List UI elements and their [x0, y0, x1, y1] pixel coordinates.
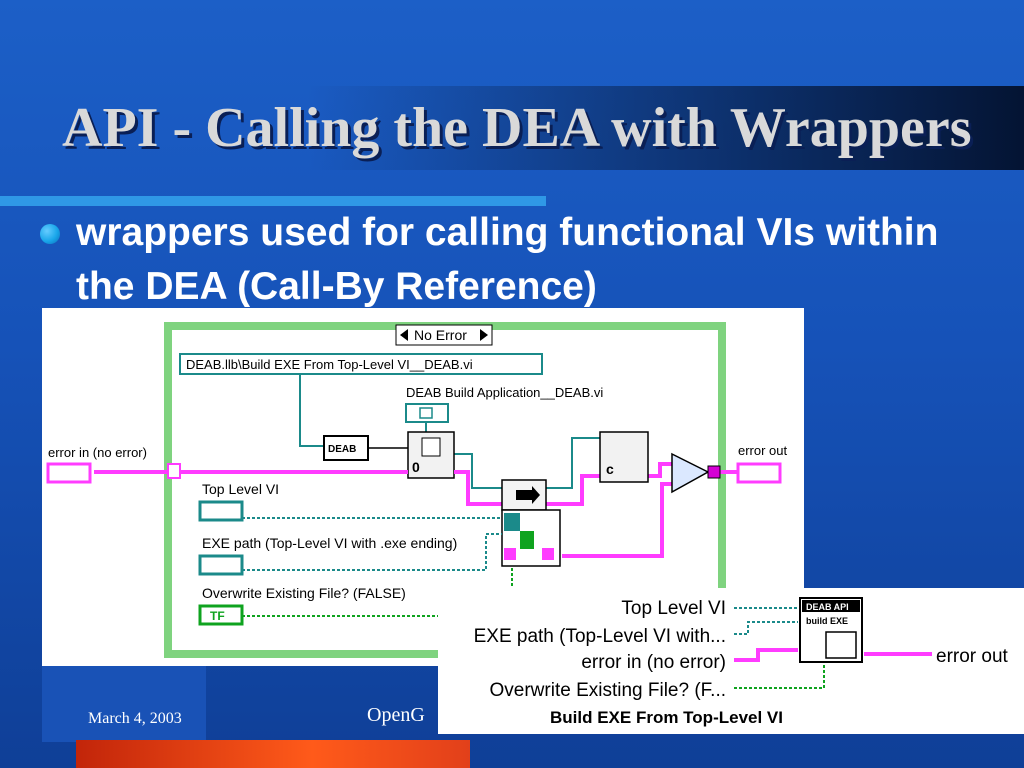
- exe-path-terminal[interactable]: [198, 554, 244, 576]
- overwrite-label: Overwrite Existing File? (FALSE): [202, 585, 406, 601]
- deab-constant-label: DEAB: [328, 444, 356, 455]
- error-wire-4: [562, 482, 674, 558]
- top-level-vi-label: Top Level VI: [202, 481, 279, 497]
- ref-wire: [452, 453, 504, 489]
- footer-orange-bar: [76, 740, 470, 768]
- open-ref-zero: 0: [412, 459, 420, 475]
- case-selector-label: No Error: [414, 327, 467, 343]
- case-next-arrow-icon[interactable]: [480, 329, 488, 341]
- wire-overwrite: [734, 664, 825, 689]
- case-selector[interactable]: [395, 324, 493, 346]
- footer-block: [42, 666, 206, 742]
- error-wire-3: [646, 462, 674, 478]
- call-arrow-icon: [516, 486, 540, 504]
- input-top-level-vi: Top Level VI: [621, 598, 726, 619]
- input-error-in: error in (no error): [581, 652, 726, 673]
- slide-title: API - Calling the DEA with Wrappers: [62, 97, 972, 159]
- path-wire: [299, 374, 324, 447]
- wire-exe-path: [734, 621, 798, 635]
- deab-constant[interactable]: [323, 435, 369, 461]
- error-in-label: error in (no error): [48, 445, 147, 460]
- close-ref-node[interactable]: [599, 431, 649, 483]
- refnum-icon: [419, 407, 433, 419]
- connector-error-out-cell: [542, 548, 554, 560]
- top-level-vi-terminal[interactable]: [198, 500, 244, 522]
- input-exe-path: EXE path (Top-Level VI with...: [474, 626, 726, 647]
- accent-line: [0, 196, 546, 206]
- icon-header-bar: [802, 600, 860, 612]
- close-ref-c: c: [606, 461, 614, 477]
- error-out-terminal[interactable]: [736, 462, 782, 484]
- input-overwrite: Overwrite Existing File? (F...: [490, 680, 727, 701]
- icon-line1: DEAB API: [806, 602, 849, 612]
- ref-wire-2: [542, 437, 602, 489]
- error-wire-1: [454, 470, 504, 506]
- footer-org: OpenG: [367, 704, 425, 726]
- exe-path-wire: [242, 533, 502, 571]
- error-tunnel: [167, 463, 181, 479]
- icon-vi-glyph: [825, 631, 857, 659]
- vi-path-constant[interactable]: [179, 353, 543, 375]
- build-app-label: DEAB Build Application__DEAB.vi: [406, 385, 603, 400]
- build-app-refnum[interactable]: [405, 403, 449, 423]
- bullet-text: wrappers used for calling functional VIs…: [76, 211, 939, 308]
- subvi-icon-svg: Top Level VI EXE path (Top-Level VI with…: [474, 597, 1009, 727]
- error-out-label: error out: [738, 443, 788, 458]
- exe-path-label: EXE path (Top-Level VI with .exe ending): [202, 535, 457, 551]
- connector-path-cell: [504, 513, 520, 531]
- icon-line2: build EXE: [806, 616, 848, 626]
- connector-bool-cell: [520, 531, 534, 549]
- connector-error-in-cell: [504, 548, 516, 560]
- error-wire-2: [542, 474, 602, 506]
- footer-date: March 4, 2003: [88, 710, 182, 727]
- title-band: [0, 86, 1024, 170]
- error-out-tunnel: [707, 465, 721, 479]
- icon-caption: Build EXE From Top-Level VI: [550, 708, 783, 727]
- output-error-out: error out: [936, 646, 1009, 667]
- tf-terminal-text: TF: [210, 609, 225, 623]
- wire-error-in: [734, 648, 798, 662]
- vi-path-text: DEAB.llb\Build EXE From Top-Level VI__DE…: [186, 357, 473, 372]
- subvi-icon-panel: Top Level VI EXE path (Top-Level VI with…: [438, 588, 1024, 734]
- bullet-icon: [40, 224, 60, 244]
- open-ref-grid-icon: [421, 437, 441, 457]
- case-prev-arrow-icon[interactable]: [400, 329, 408, 341]
- error-in-terminal[interactable]: [46, 462, 92, 484]
- block-diagram-svg: No Error DEAB.llb\Build EXE From Top-Lev…: [46, 322, 788, 658]
- merge-errors-node[interactable]: [671, 452, 710, 494]
